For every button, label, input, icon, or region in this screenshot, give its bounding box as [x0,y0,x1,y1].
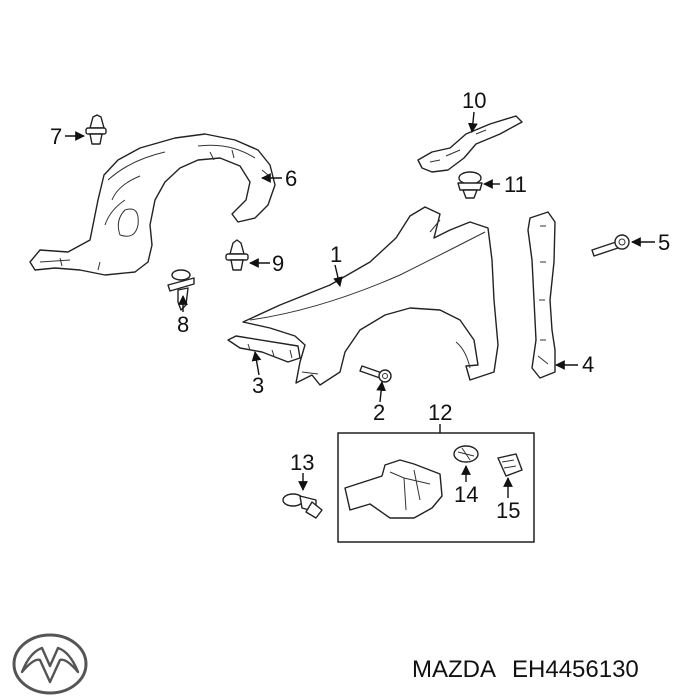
clip-7-part [85,114,107,145]
leader-lines [65,111,655,498]
callout-5: 5 [658,230,670,255]
mazda-logo-icon [12,633,88,695]
cap-14-part [453,445,479,463]
callout-14: 14 [454,482,478,507]
callout-6: 6 [285,166,297,191]
fender-liner-part [29,133,276,276]
fender-panel-part [242,206,499,386]
bracket-4-part [527,211,556,379]
callout-9: 9 [272,251,284,276]
mudflap-part [344,459,443,519]
callout-4: 4 [582,352,594,377]
callout-8: 8 [177,312,189,337]
brand-name: MAZDA [412,656,496,683]
bracket-3-part [227,335,301,363]
part-12-group-box [337,432,535,543]
callout-1: 1 [330,242,342,267]
callout-2: 2 [373,400,385,425]
callout-11: 11 [504,172,527,197]
callout-12: 12 [428,400,452,425]
callout-15: 15 [496,498,520,523]
bracket-10-part [417,115,523,173]
bolt-5-part [591,234,630,257]
clip-9-part [225,239,249,271]
clip-15-part [497,453,523,477]
clip-8-part [167,269,195,311]
callout-13: 13 [290,450,314,475]
callout-7: 7 [50,124,62,149]
callout-3: 3 [252,373,264,398]
bolt-2-part [359,365,392,383]
clip-11-part [457,171,483,199]
callout-10: 10 [462,88,486,113]
part-number: EH4456130 [512,656,639,683]
clip-13-part [282,493,323,519]
